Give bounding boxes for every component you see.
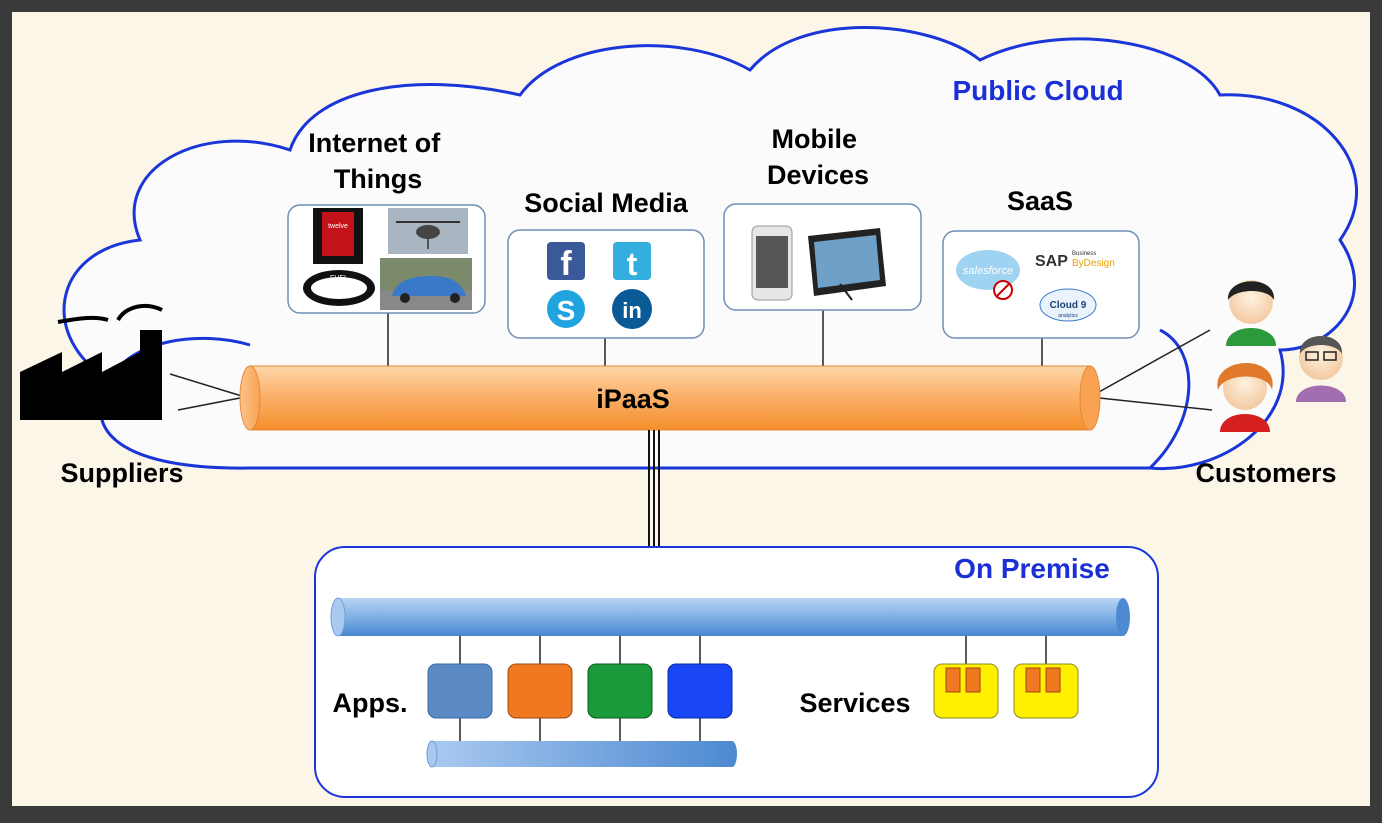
smartwatch-image: twelve — [313, 208, 363, 264]
app-box-1 — [427, 663, 493, 719]
tablet-image — [808, 228, 886, 301]
band-brand: FUEL — [330, 275, 348, 282]
cloud9-text: Cloud 9 — [1050, 300, 1087, 311]
fuelband-image: FUEL — [300, 264, 378, 310]
svg-text:f: f — [560, 245, 572, 283]
sap-text: SAP — [1035, 253, 1068, 270]
sap-sub1: Business — [1072, 251, 1096, 257]
twitter-icon: t — [613, 242, 651, 282]
saas-label: SaaS — [1007, 186, 1073, 216]
cloud9-logo: Cloud 9 analytics — [1039, 288, 1097, 322]
selfdriving-car-image — [380, 258, 472, 310]
customer-connector-2 — [1089, 396, 1213, 411]
apps-label: Apps. — [332, 688, 407, 718]
facebook-icon: f — [547, 242, 585, 283]
supplier-connector-1 — [169, 373, 246, 398]
ipaas-bus — [239, 365, 1101, 431]
suppliers-label: Suppliers — [60, 458, 183, 488]
app-box-3 — [587, 663, 653, 719]
iot-box: twelve FUEL — [287, 204, 486, 314]
mobile-label: Mobile Devices — [767, 124, 869, 190]
social-media-box: f t S in — [507, 229, 705, 339]
smartphone-image — [751, 225, 793, 301]
app-box-4 — [667, 663, 733, 719]
supplier-connector-2 — [177, 396, 246, 411]
iot-label-line1: Internet of — [308, 128, 441, 158]
box-connectors — [387, 310, 1043, 370]
customer-person-glasses — [1296, 336, 1346, 402]
sap-sub2: ByDesign — [1072, 258, 1115, 269]
mobile-label-line1: Mobile — [771, 124, 857, 154]
apps-lower-bus — [426, 740, 737, 768]
app-box-2 — [507, 663, 573, 719]
on-premise-connectors — [459, 636, 1047, 742]
customer-connector-1 — [1089, 329, 1211, 398]
linkedin-icon: in — [612, 289, 652, 329]
public-cloud-label: Public Cloud — [952, 75, 1123, 106]
salesforce-logo: salesforce — [956, 250, 1020, 300]
cloud-inner-arc-right — [1148, 328, 1191, 470]
service-box-1 — [933, 663, 999, 719]
services-label: Services — [799, 688, 910, 718]
mobile-devices-box — [723, 203, 922, 311]
saas-box: salesforce SAP Business ByDesign Cloud 9… — [942, 230, 1140, 339]
on-premise-label: On Premise — [954, 553, 1110, 584]
svg-text:t: t — [627, 246, 638, 282]
factory-icon — [20, 303, 163, 420]
svg-text:in: in — [622, 298, 642, 323]
salesforce-text: salesforce — [963, 265, 1013, 277]
customer-person-green — [1226, 280, 1276, 346]
mobile-label-line2: Devices — [767, 160, 869, 190]
drone-image — [388, 208, 468, 254]
customer-person-red — [1217, 362, 1273, 432]
svg-text:S: S — [557, 295, 576, 326]
sap-logo: SAP Business ByDesign — [1035, 251, 1115, 270]
skype-icon: S — [547, 290, 585, 328]
customers-label: Customers — [1195, 458, 1336, 488]
ipaas-label: iPaaS — [596, 384, 670, 414]
watch-brand: twelve — [328, 223, 348, 230]
service-box-2 — [1013, 663, 1079, 719]
iot-label-line2: Things — [334, 164, 423, 194]
cloud9-sub: analytics — [1058, 313, 1078, 319]
on-premise-bus — [330, 597, 1130, 637]
iot-label: Internet of Things — [308, 128, 448, 194]
social-media-label: Social Media — [524, 188, 689, 218]
